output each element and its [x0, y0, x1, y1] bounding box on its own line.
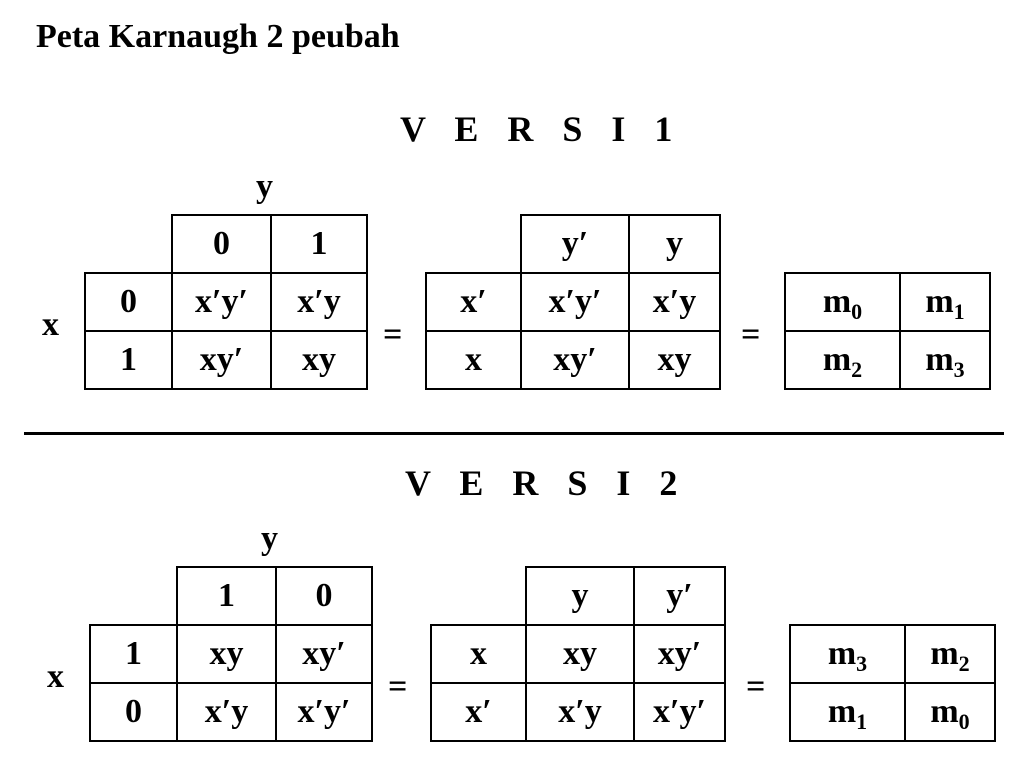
kmap-cell: x′y [628, 272, 721, 332]
kmap-col-header: y [525, 566, 635, 626]
minterm-index: 0 [851, 299, 863, 324]
kmap-cell: xy [525, 624, 635, 684]
minterm-letter: m [930, 635, 959, 672]
minterm-letter: m [827, 693, 857, 730]
kmap-cell: x′y [525, 682, 635, 742]
equals-sign: = [388, 668, 408, 705]
version-1-binary-kmap: 0 1 0 x′y′ x′y 1 xy′ xy [84, 214, 368, 390]
kmap-col-header: 0 [171, 214, 272, 274]
minterm-index: 2 [958, 651, 970, 676]
kmap-row-header: 0 [89, 682, 178, 742]
minterm-index: 0 [958, 709, 970, 734]
version-2-binary-kmap: 1 0 1 xy xy′ 0 x′y x′y′ [89, 566, 373, 742]
kmap-cell: x′y′ [275, 682, 373, 742]
kmap-col-header: 1 [176, 566, 277, 626]
equals-sign: = [746, 668, 766, 705]
kmap-corner [90, 567, 178, 626]
minterm-cell: m1 [789, 682, 906, 742]
kmap-row-header: x [430, 624, 527, 684]
minterm-letter: m [930, 693, 959, 730]
minterm-letter: m [822, 341, 852, 378]
minterm-index: 1 [856, 709, 868, 734]
minterm-cell: m2 [904, 624, 996, 684]
kmap-corner [85, 215, 173, 274]
minterm-cell: m3 [899, 330, 991, 390]
minterm-letter: m [822, 283, 852, 320]
minterm-index: 1 [953, 299, 965, 324]
page-title: Peta Karnaugh 2 peubah [36, 18, 400, 55]
section-divider [24, 432, 1004, 435]
minterm-cell: m3 [789, 624, 906, 684]
minterm-letter: m [827, 635, 857, 672]
minterm-cell: m0 [784, 272, 901, 332]
version-1-x-label: x [42, 306, 59, 343]
kmap-cell: xy [176, 624, 277, 684]
kmap-corner [431, 567, 527, 626]
version-1-heading: V E R S I 1 [400, 109, 683, 149]
version-1-y-label: y [256, 168, 273, 205]
version-2-literal-kmap: y y′ x xy xy′ x′ x′y x′y′ [430, 566, 726, 742]
kmap-row-header: x [425, 330, 522, 390]
kmap-cell: xy′ [171, 330, 272, 390]
minterm-cell: m2 [784, 330, 901, 390]
version-1-literal-kmap: y′ y x′ x′y′ x′y x xy′ xy [425, 214, 721, 390]
kmap-col-header: y′ [520, 214, 630, 274]
kmap-row-header: x′ [425, 272, 522, 332]
kmap-col-header: y′ [633, 566, 726, 626]
kmap-corner [426, 215, 522, 274]
version-2-x-label: x [47, 658, 64, 695]
kmap-cell: x′y′ [171, 272, 272, 332]
kmap-cell: xy′ [633, 624, 726, 684]
kmap-row-header: 0 [84, 272, 173, 332]
kmap-cell: x′y′ [520, 272, 630, 332]
kmap-cell: xy [270, 330, 368, 390]
equals-sign: = [383, 316, 403, 353]
version-2-minterm-kmap: m3 m2 m1 m0 [789, 624, 996, 742]
kmap-cell: xy [628, 330, 721, 390]
equals-sign: = [741, 316, 761, 353]
minterm-cell: m1 [899, 272, 991, 332]
version-2-y-label: y [261, 520, 278, 557]
kmap-row-header: 1 [84, 330, 173, 390]
kmap-col-header: 0 [275, 566, 373, 626]
kmap-cell: x′y [270, 272, 368, 332]
minterm-cell: m0 [904, 682, 996, 742]
minterm-letter: m [925, 341, 954, 378]
kmap-row-header: 1 [89, 624, 178, 684]
minterm-index: 3 [856, 651, 868, 676]
minterm-letter: m [925, 283, 954, 320]
minterm-index: 3 [953, 357, 965, 382]
version-2-heading: V E R S I 2 [405, 463, 688, 503]
kmap-col-header: 1 [270, 214, 368, 274]
kmap-cell: x′y′ [633, 682, 726, 742]
version-1-minterm-kmap: m0 m1 m2 m3 [784, 272, 991, 390]
minterm-index: 2 [851, 357, 863, 382]
kmap-cell: xy′ [275, 624, 373, 684]
kmap-col-header: y [628, 214, 721, 274]
kmap-row-header: x′ [430, 682, 527, 742]
kmap-cell: xy′ [520, 330, 630, 390]
kmap-cell: x′y [176, 682, 277, 742]
